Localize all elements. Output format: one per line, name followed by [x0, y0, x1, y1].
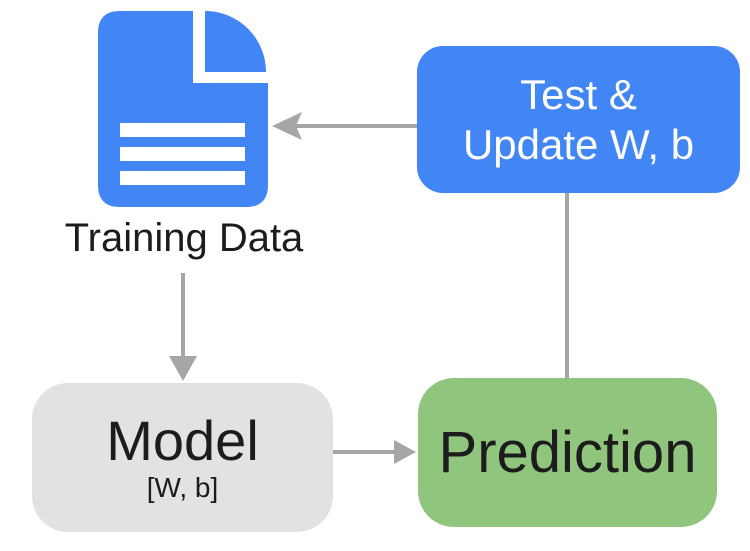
model-subtitle: [W, b] — [146, 471, 219, 503]
line-prediction-to-test-update — [565, 193, 569, 378]
document-fold — [205, 11, 266, 72]
test-update-label-line1: Test & — [520, 70, 637, 118]
arrow-training-data-to-model — [169, 273, 197, 381]
model-title: Model — [106, 408, 259, 472]
test-update-label-line2: Update W, b — [462, 120, 695, 168]
arrow-test-update-to-training-data — [272, 112, 417, 140]
training-data-label: Training Data — [64, 216, 304, 260]
arrow-model-to-prediction — [333, 440, 416, 464]
document-text-lines — [120, 123, 245, 185]
node-prediction: Prediction — [418, 378, 717, 527]
node-test-update: Test & Update W, b — [417, 46, 740, 193]
prediction-label: Prediction — [438, 420, 697, 485]
document-icon — [98, 11, 268, 207]
node-model: Model [W, b] — [32, 383, 333, 532]
